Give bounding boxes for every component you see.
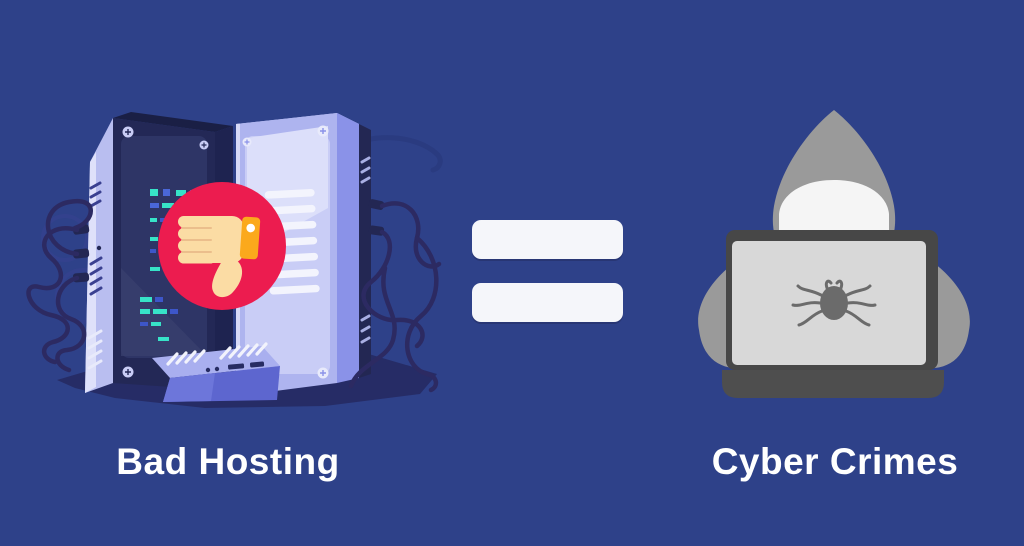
- bad-hosting-label: Bad Hosting: [116, 441, 340, 482]
- vent-stripes: [264, 188, 320, 295]
- cables-left: [26, 198, 93, 373]
- cables-right: [348, 199, 442, 393]
- cyber-crimes-illustration: [698, 110, 970, 398]
- bug-icon: [791, 279, 877, 327]
- equals-icon: [472, 220, 623, 322]
- box-ports: [205, 361, 265, 373]
- server-box: [152, 342, 280, 402]
- laptop-base: [722, 370, 944, 398]
- equals-bar-bottom: [472, 283, 623, 322]
- bad-hosting-illustration: [26, 112, 443, 408]
- laptop: [722, 230, 944, 398]
- thumbs-down-badge: [158, 182, 286, 310]
- screws: [242, 125, 329, 379]
- side-vents: [87, 181, 103, 370]
- thumbs-down-icon: [178, 216, 261, 298]
- rear-ports: [360, 156, 371, 344]
- cyber-crimes-label: Cyber Crimes: [711, 441, 959, 482]
- box-vents: [166, 342, 268, 366]
- equals-bar-top: [472, 220, 623, 259]
